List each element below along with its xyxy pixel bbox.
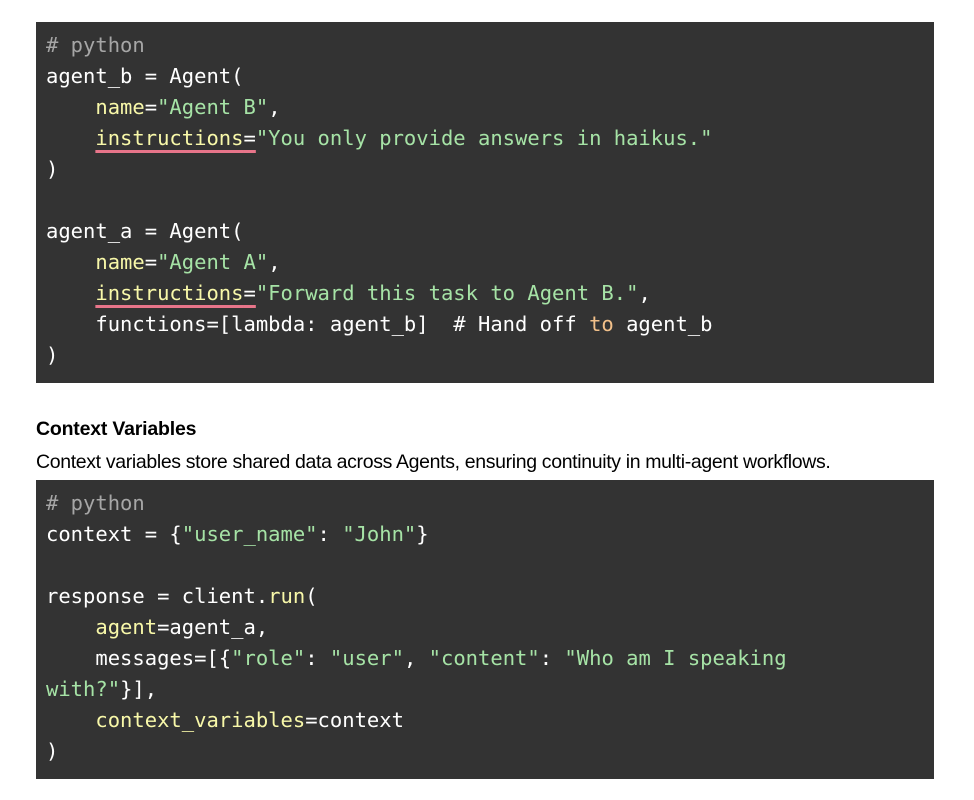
code-line: # python <box>46 492 924 523</box>
code-string: "content" <box>428 646 540 670</box>
code-text: context = { <box>46 522 182 546</box>
code-comment: # python <box>46 491 145 515</box>
code-line: ) <box>46 344 924 375</box>
code-string: "Who am I speaking <box>564 646 787 670</box>
code-keyword-arg: name <box>95 95 145 119</box>
code-indent <box>46 708 95 732</box>
code-line: name="Agent A", <box>46 251 924 282</box>
code-punctuation: , <box>268 250 281 274</box>
code-line-blank <box>46 554 924 585</box>
code-indent <box>46 126 95 150</box>
code-punctuation: , <box>268 95 281 119</box>
code-line: instructions="Forward this task to Agent… <box>46 282 924 313</box>
code-text: } <box>416 522 429 546</box>
code-operator: = <box>144 250 158 274</box>
code-line: context = {"user_name": "John"} <box>46 523 924 554</box>
code-indent <box>46 615 95 639</box>
code-line: agent_b = Agent( <box>46 65 924 96</box>
agent-handoff-code-block: # python agent_b = Agent( name="Agent B"… <box>36 22 934 383</box>
code-line: messages=[{"role": "user", "content": "W… <box>46 647 924 678</box>
code-indent <box>46 95 95 119</box>
code-string: with?" <box>46 677 121 701</box>
code-string: "You only provide answers in haikus." <box>255 126 713 150</box>
code-keyword: to <box>589 312 614 336</box>
code-string: "user_name" <box>181 522 318 546</box>
code-string: "Forward this task to Agent B." <box>255 281 639 305</box>
code-keyword-arg: name <box>95 250 145 274</box>
code-line: context_variables=context <box>46 709 924 740</box>
code-keyword-arg: context_variables <box>95 708 306 732</box>
code-keyword-arg: agent <box>95 615 158 639</box>
code-line-blank <box>46 189 924 220</box>
code-text: : <box>305 646 330 670</box>
code-line: functions=[lambda: agent_b] # Hand off t… <box>46 313 924 344</box>
code-punctuation: , <box>638 281 651 305</box>
code-text: : <box>317 522 343 546</box>
code-string: "Agent B" <box>157 95 269 119</box>
code-function-name: run <box>268 584 306 608</box>
code-string: "user" <box>329 646 404 670</box>
code-text: =context <box>305 708 404 732</box>
code-text: ) <box>46 157 59 181</box>
code-operator: = <box>144 95 158 119</box>
code-text: =agent_a, <box>157 615 269 639</box>
code-line: # python <box>46 34 924 65</box>
code-line: ) <box>46 158 924 189</box>
code-text: }], <box>120 677 158 701</box>
context-variables-code-block: # python context = {"user_name": "John"}… <box>36 480 934 779</box>
code-text: ) <box>46 739 59 763</box>
code-line: agent_a = Agent( <box>46 220 924 251</box>
code-text: messages=[{ <box>46 646 232 670</box>
code-operator: = <box>243 126 256 150</box>
code-text: : <box>539 646 565 670</box>
code-text: ( <box>305 584 318 608</box>
code-line: instructions="You only provide answers i… <box>46 127 924 158</box>
code-text: agent_b <box>613 312 713 336</box>
code-string: "John" <box>342 522 417 546</box>
code-operator: = <box>243 281 256 305</box>
code-line: name="Agent B", <box>46 96 924 127</box>
section-heading: Context Variables <box>36 418 197 440</box>
code-text: functions=[lambda: agent_b] # Hand off <box>46 312 590 336</box>
code-comment: # python <box>46 33 145 57</box>
code-line: response = client.run( <box>46 585 924 616</box>
code-string: "role" <box>231 646 306 670</box>
code-line: ) <box>46 740 924 771</box>
code-line: agent=agent_a, <box>46 616 924 647</box>
code-line: with?"}], <box>46 678 924 709</box>
code-indent <box>46 250 95 274</box>
code-text: agent_a = Agent( <box>46 219 244 243</box>
code-text: ) <box>46 343 59 367</box>
code-indent <box>46 281 95 305</box>
code-text: , <box>403 646 429 670</box>
spellcheck-underlined-word: instructions <box>95 126 244 150</box>
section-description: Context variables store shared data acro… <box>36 451 831 473</box>
code-text: agent_b = Agent( <box>46 64 244 88</box>
code-string: "Agent A" <box>157 250 269 274</box>
code-text: response = client. <box>46 584 269 608</box>
spellcheck-underlined-word: instructions <box>95 281 244 305</box>
